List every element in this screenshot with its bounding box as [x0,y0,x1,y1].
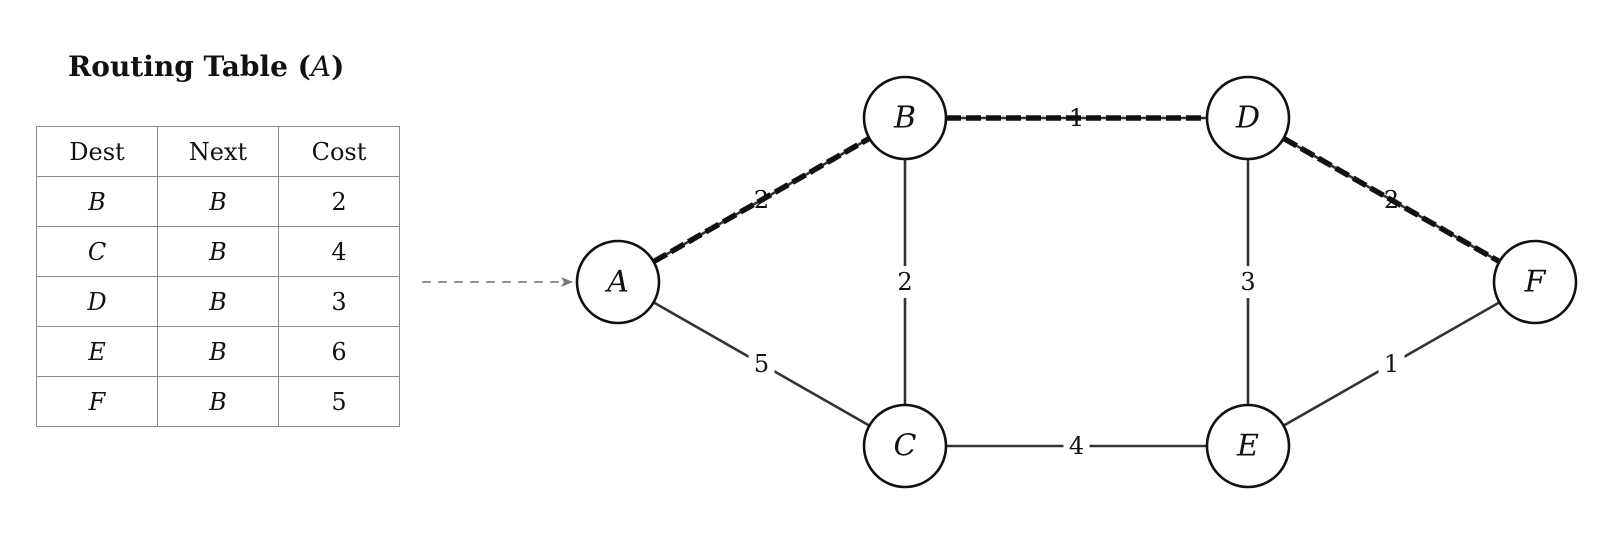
edge-weight-label: 2 [897,268,912,296]
cost-cell: 6 [278,326,400,377]
table-row: F B 5 [36,376,400,427]
edge-weight-label: 2 [754,186,769,214]
node-label: A [604,265,629,300]
next-cell: B [157,176,279,227]
node-E [1205,403,1291,489]
dest-cell: E [36,326,158,377]
cost-cell: 3 [278,276,400,327]
routing-table: Dest Next Cost B B 2 C B 4 D B 3 E B 6 F… [36,126,400,427]
node-F [1492,239,1578,325]
edge-weight-label: 4 [1069,432,1084,460]
node-B [862,75,948,161]
header-dest: Dest [36,126,158,177]
edge-weight-label: 2 [1384,186,1399,214]
table-row: C B 4 [36,226,400,277]
cost-cell: 4 [278,226,400,277]
header-next: Next [157,126,279,177]
cost-cell: 5 [278,376,400,427]
table-row: E B 6 [36,326,400,377]
node-label: B [893,101,916,136]
edge-weight-background [1378,348,1405,380]
routing-table-title: Routing Table (A) [68,50,345,83]
shortest-path-edge-A-B [652,135,871,265]
table-row: D B 3 [36,276,400,327]
table-header-row: Dest Next Cost [36,126,400,177]
node-label: C [894,429,917,464]
edge-weight-label: 3 [1240,268,1255,296]
edge-weight-label: 5 [754,350,769,378]
node-D [1205,75,1291,161]
edge-weight-background [748,348,775,380]
edge-weight-label: 1 [1069,104,1084,132]
edge-weight-background [1063,430,1090,462]
next-cell: B [157,226,279,277]
dest-cell: F [36,376,158,427]
node-label: E [1236,429,1259,464]
next-cell: B [157,376,279,427]
next-cell: B [157,326,279,377]
edge-weight-background [892,266,918,298]
node-C [862,403,948,489]
edge-weight-label: 1 [1384,350,1399,378]
table-row: B B 2 [36,176,400,227]
node-label: F [1524,265,1547,300]
edge-weight-background [1235,266,1261,298]
node-label: D [1235,101,1260,136]
node-A [575,239,661,325]
shortest-path-edge-D-F [1282,135,1501,265]
